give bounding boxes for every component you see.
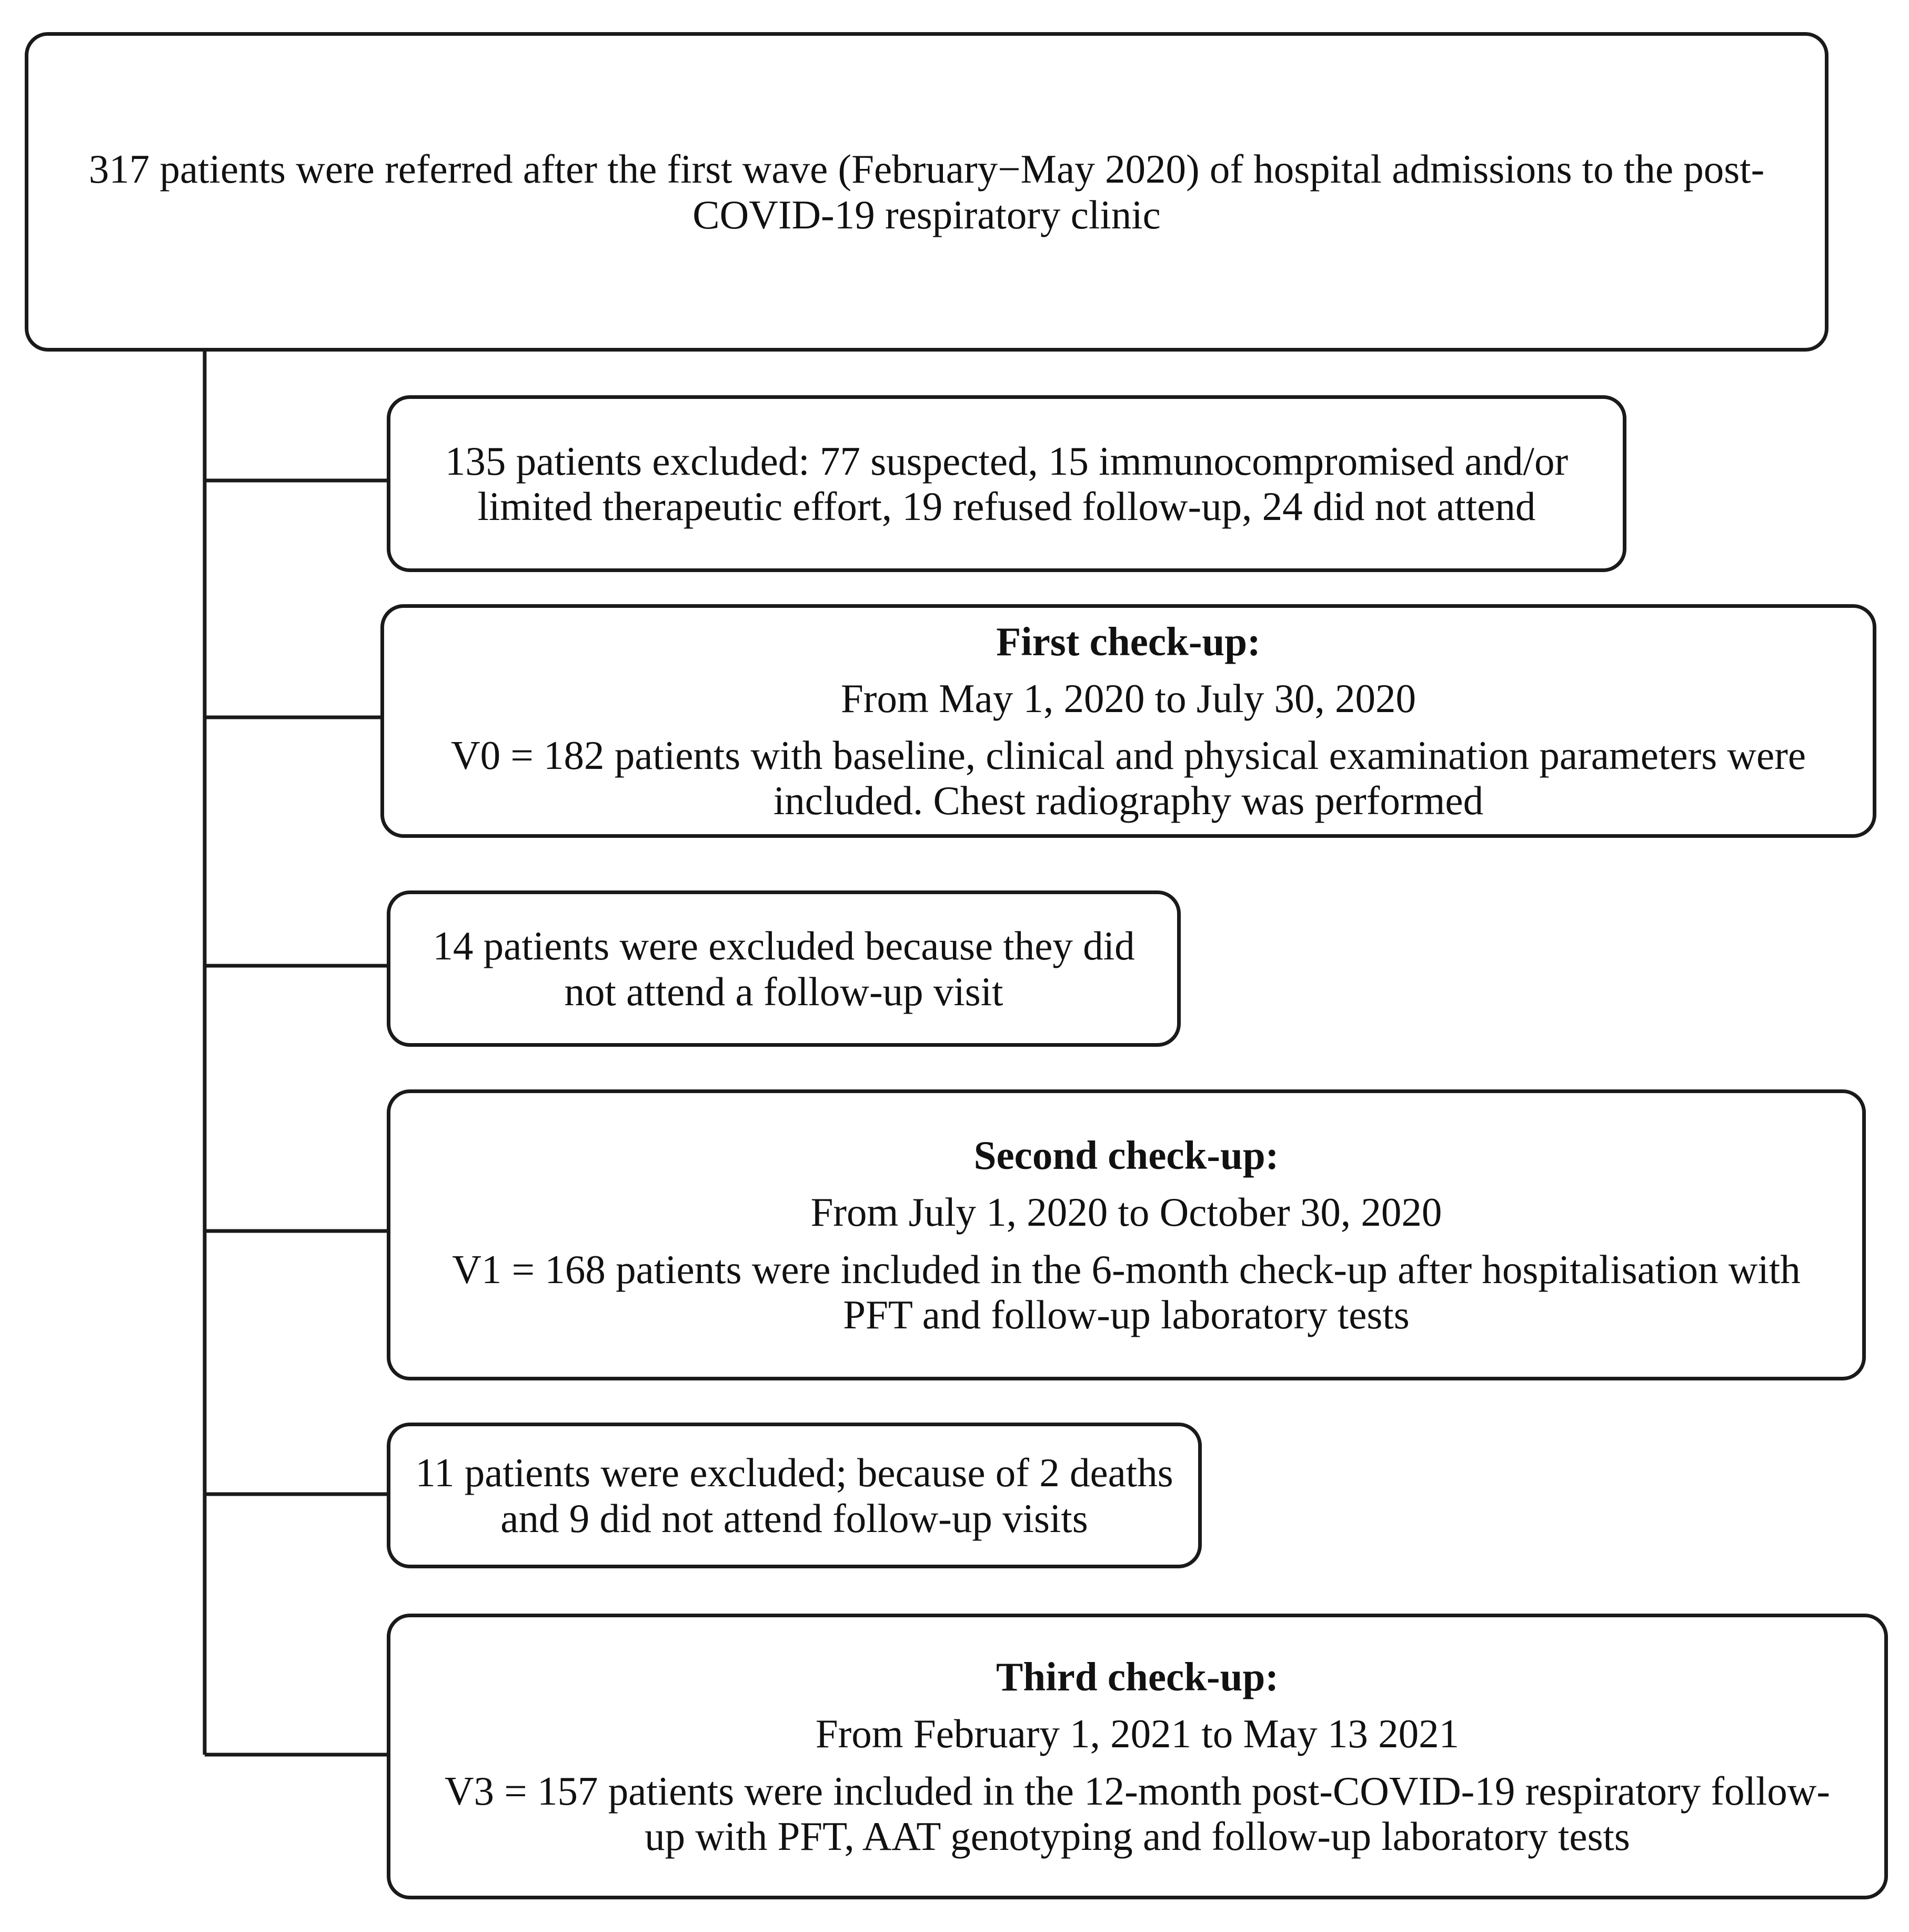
first-checkup-dates: From May 1, 2020 to July 30, 2020 xyxy=(840,675,1416,721)
first-checkup-heading: First check-up: xyxy=(996,618,1261,664)
second-checkup-text: V1 = 168 patients were included in the 6… xyxy=(452,1246,1801,1337)
exclusion-1-text: 135 patients excluded: 77 suspected, 15 … xyxy=(445,438,1569,529)
third-checkup-heading: Third check-up: xyxy=(996,1654,1279,1700)
first-checkup-box: First check-up: From May 1, 2020 to July… xyxy=(380,604,1876,838)
second-checkup-heading: Second check-up: xyxy=(973,1133,1279,1178)
exclusion-box-2: 14 patients were excluded because they d… xyxy=(387,890,1181,1047)
exclusion-box-3: 11 patients were excluded; because of 2 … xyxy=(387,1423,1202,1568)
third-checkup-dates: From February 1, 2021 to May 13 2021 xyxy=(815,1711,1460,1757)
second-checkup-dates: From July 1, 2020 to October 30, 2020 xyxy=(810,1189,1442,1235)
second-checkup-box: Second check-up: From July 1, 2020 to Oc… xyxy=(387,1089,1866,1380)
third-checkup-text: V3 = 157 patients were included in the 1… xyxy=(444,1768,1831,1859)
exclusion-3-text: 11 patients were excluded; because of 2 … xyxy=(415,1450,1173,1541)
first-checkup-text: V0 = 182 patients with baseline, clinica… xyxy=(450,733,1806,824)
third-checkup-box: Third check-up: From February 1, 2021 to… xyxy=(387,1614,1888,1899)
exclusion-box-1: 135 patients excluded: 77 suspected, 15 … xyxy=(387,395,1626,572)
referred-text: 317 patients were referred after the fir… xyxy=(88,146,1765,237)
exclusion-2-text: 14 patients were excluded because they d… xyxy=(433,923,1135,1014)
referred-patients-box: 317 patients were referred after the fir… xyxy=(25,32,1828,352)
